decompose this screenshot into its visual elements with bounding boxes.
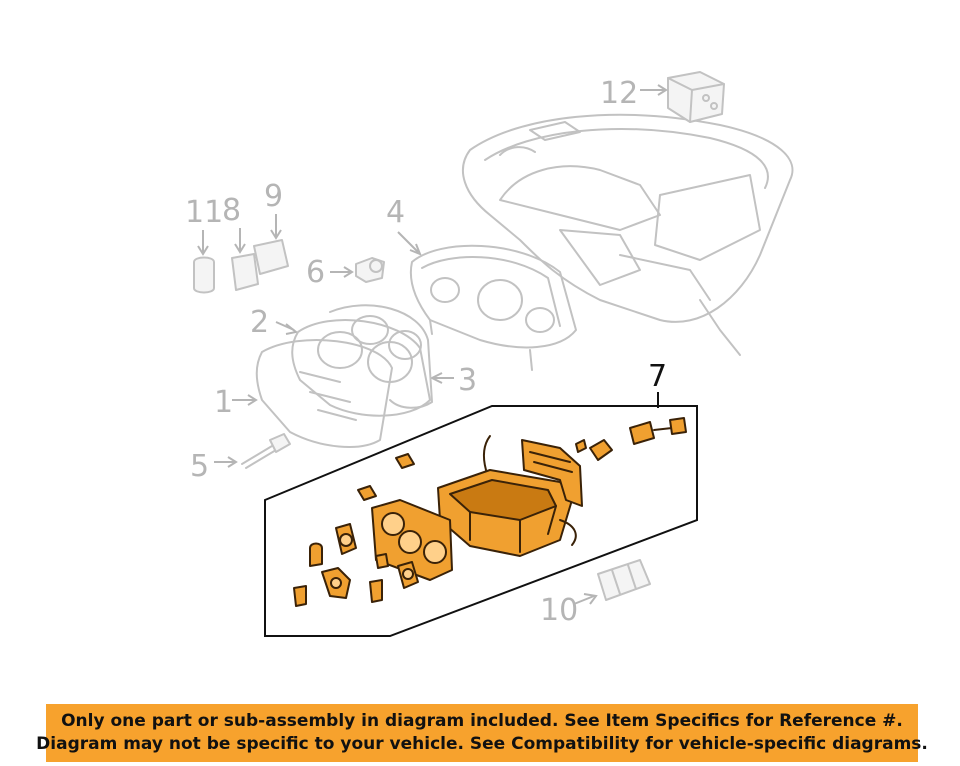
part-9-switch (253, 239, 289, 275)
part-4-cluster-housing (409, 244, 577, 371)
dashboard-outline (461, 113, 794, 356)
part-2-bezel (291, 319, 431, 417)
part-7-group-box (264, 405, 698, 637)
notice-line-2: Diagram may not be specific to your vehi… (36, 734, 928, 754)
part-5-screw (241, 433, 291, 469)
callout-9: 9 (264, 179, 283, 214)
callout-5: 5 (190, 449, 209, 484)
callout-7: 7 (648, 359, 667, 394)
callout-1: 1 (214, 385, 233, 420)
part-6-bulb (355, 257, 385, 283)
callout-11: 11 (185, 195, 223, 230)
parts-diagram: 12 11 8 9 6 4 2 3 (185, 71, 794, 637)
part-10-switch (597, 559, 651, 601)
part-7-control-assembly (293, 417, 687, 607)
notice-line-1: Only one part or sub-assembly in diagram… (61, 711, 903, 731)
callout-6: 6 (306, 255, 325, 290)
callout-8: 8 (222, 193, 241, 228)
part-11-knob (193, 256, 215, 294)
callout-12: 12 (600, 76, 638, 111)
callout-4: 4 (386, 195, 405, 230)
callout-3: 3 (458, 363, 477, 398)
part-3-panel (329, 304, 433, 409)
part-1-lens (255, 339, 393, 448)
callout-2: 2 (250, 305, 269, 340)
part-8-knob (231, 253, 259, 291)
part-12-switch (667, 71, 725, 123)
callout-10: 10 (540, 593, 578, 628)
notice-banner: Only one part or sub-assembly in diagram… (36, 704, 928, 762)
